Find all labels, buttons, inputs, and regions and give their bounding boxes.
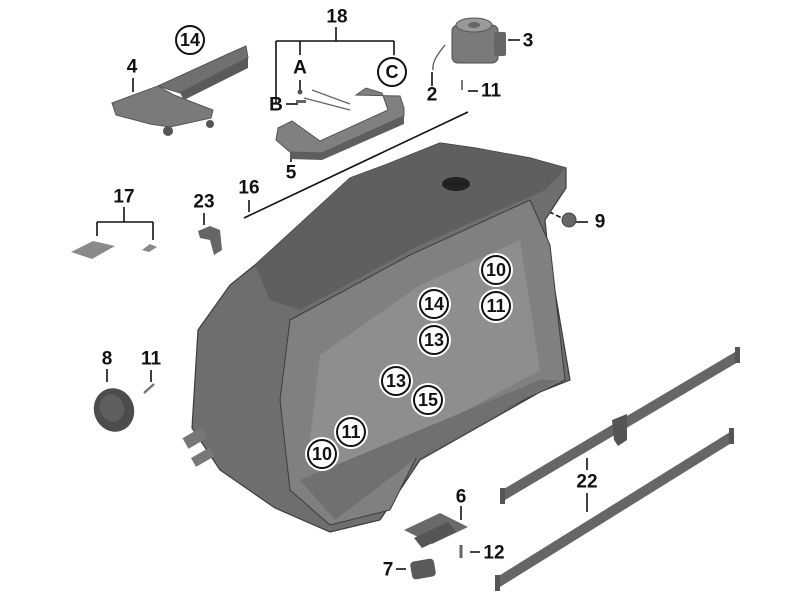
part-8-knob: [93, 388, 135, 432]
callout-22: 22: [576, 471, 598, 493]
callout-B: B: [269, 94, 283, 116]
part-6-hinge: [404, 513, 468, 548]
callout-17: 17: [113, 186, 135, 208]
callout-15: 15: [413, 385, 443, 415]
callout-23: 23: [193, 191, 215, 213]
callout-6: 6: [455, 486, 467, 508]
callout-3: 3: [522, 30, 534, 52]
callout-11-left: 11: [140, 348, 162, 370]
callout-11-right: 11: [481, 291, 511, 321]
callout-13-mid: 13: [419, 325, 449, 355]
part-3-actuator: [432, 17, 506, 90]
callout-4: 4: [126, 56, 138, 78]
callout-10-low: 10: [307, 439, 337, 469]
callout-2: 2: [426, 84, 438, 106]
callout-9: 9: [594, 211, 606, 233]
callout-C: C: [377, 57, 407, 87]
callout-13-left: 13: [381, 366, 411, 396]
callout-11-top: 11: [480, 80, 502, 102]
callout-A: A: [293, 57, 307, 79]
part-9-cap: [561, 212, 577, 228]
glovebox-housing: [182, 142, 571, 533]
callout-8: 8: [101, 348, 113, 370]
callout-14-mid: 14: [419, 289, 449, 319]
part-11-screw-left: [143, 383, 155, 394]
callout-14-top: 14: [175, 25, 205, 55]
callout-11-low: 11: [336, 417, 366, 447]
part-5-handle: [275, 87, 405, 160]
callout-10-right: 10: [481, 255, 511, 285]
part-7-pad: [410, 558, 436, 580]
callout-16: 16: [238, 177, 260, 199]
callout-12: 12: [483, 542, 505, 564]
part-22-straps: [495, 347, 740, 591]
part-17-labels: [71, 241, 157, 259]
callout-5: 5: [285, 162, 297, 184]
part-4-tray: [111, 45, 249, 136]
callout-7: 7: [382, 559, 394, 581]
part-23-clip: [198, 226, 222, 255]
callout-18: 18: [326, 6, 348, 28]
